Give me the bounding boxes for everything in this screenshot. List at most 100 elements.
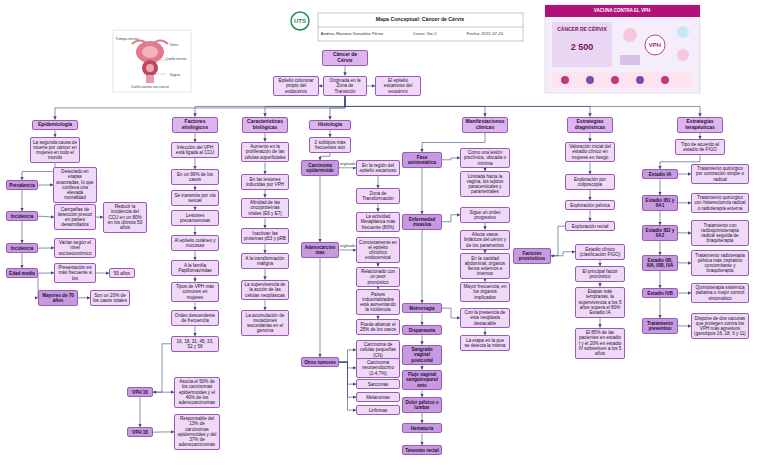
concept-box: Hematuria	[402, 423, 442, 433]
concept-box: Estadio IIB, IIIA, IIIB, IVA	[642, 255, 678, 271]
connector-line	[660, 298, 661, 318]
concept-text: Zona de Transformación	[359, 191, 397, 202]
concept-text: El principal factor pronóstico	[578, 269, 622, 280]
concept-text: Responsable del 13% de carcinomas epider…	[177, 416, 217, 448]
connector-line	[96, 272, 109, 273]
header-rule	[318, 27, 523, 28]
concept-box: Tratamiento con radioquimioterapia radic…	[691, 220, 749, 246]
connector-line	[600, 282, 601, 287]
concept-box: Lesiones precancerosas	[171, 210, 219, 226]
logo-text: UTS	[292, 18, 308, 25]
infographic-heading: CÁNCER DE CÉRVIX	[554, 27, 610, 33]
concept-box: Tipo de acuerdo al estadio de FIGO	[675, 139, 725, 155]
connector-line	[195, 326, 196, 336]
concept-text: 16, 18, 31, 45, 33, 52 y 58	[174, 339, 216, 350]
connector-line	[345, 96, 700, 116]
concept-text: Tipo de acuerdo al estadio de FIGO	[678, 142, 722, 153]
concept-box: Tratamiento radioterapia pélvica más cis…	[691, 250, 749, 276]
illustration-label: Útero	[164, 44, 184, 48]
concept-text: Mayores de 70 años	[41, 293, 75, 304]
connector-line	[339, 350, 356, 362]
connector-line	[678, 325, 691, 326]
connector-line	[378, 176, 379, 188]
concept-text: La etapa en la que se detecta la misma	[463, 338, 507, 349]
concept-text: Con la presencia de esta neoplasia desta…	[463, 310, 507, 326]
concept-text: Etapas más tempranas, la supervivencia a…	[578, 289, 622, 315]
connector-line	[345, 66, 346, 76]
concept-box: Carcinoma neuroendocrino (1-4,7%)	[356, 358, 400, 379]
concept-text: Presentación es más frecuente a los	[57, 265, 93, 281]
concept-text: Son un 20% de los casos totales	[93, 293, 127, 304]
concept-text: Carcinoma de células pequeñas (CN)	[359, 342, 397, 358]
concept-box: Inactivan las proteínas p53 y pRB	[241, 228, 289, 244]
connector-line	[265, 244, 266, 253]
link-phrase: originado	[339, 246, 356, 250]
concept-text: Hematuria	[405, 426, 439, 431]
concept-text: Enfermedad invasiva	[405, 217, 439, 228]
concept-text: Estadio IB2 y IIA2	[645, 228, 675, 239]
concept-box: Originada en la Zona de Transición	[323, 76, 367, 97]
concept-text: Orden descendente de frecuencia	[174, 313, 216, 324]
connector-line	[345, 96, 485, 116]
concept-box: Estrategias terapéuticas	[677, 117, 723, 134]
concept-text: Epidemiología	[35, 122, 75, 128]
concept-box: Quimioterapia sistémica paliativa o mejo…	[691, 283, 749, 304]
connector-line	[22, 253, 23, 268]
concept-text: Limitada hacia la vagina, los tejidos pa…	[463, 174, 507, 195]
concept-text: Al epitelio cutáneo y mucosas	[174, 238, 216, 249]
concept-text: Epitelio columnar propio del endocérvix	[276, 78, 316, 94]
concept-text: Infección del VPH está ligada al CCU	[174, 145, 216, 156]
concept-text: Asocia el 50% de los carcinomas epidermo…	[177, 379, 217, 405]
concept-box: VPH 18	[127, 427, 153, 437]
concept-box: Metrorragia	[402, 303, 442, 313]
concept-box: Al epitelio cutáneo y mucosas	[171, 235, 219, 251]
concept-box: Tratamiento preventivo	[642, 318, 678, 334]
concept-box: El epitelio escamoso del exocérvix	[375, 76, 421, 97]
concept-box: Enfermedad invasiva	[402, 214, 442, 230]
concept-text: Exploración por colposcopia	[568, 177, 612, 188]
concept-box: La acumulación de mutaciones secundarias…	[241, 310, 289, 336]
connector-line	[422, 413, 423, 423]
concept-text: Características biológicas	[245, 119, 285, 131]
concept-text: Adenocarcinomas	[304, 245, 336, 256]
concept-text: Estadio IA	[645, 172, 675, 177]
concept-text: La actividad Metaplásica más frecuente (…	[359, 214, 397, 230]
concept-text: Incidencia	[9, 246, 35, 251]
concept-box: Manifestaciones clínicas	[462, 117, 508, 134]
concept-text: A la transformación maligna	[244, 256, 286, 267]
connector-line	[153, 392, 174, 393]
connector-line	[330, 96, 345, 119]
connector-line	[330, 130, 331, 137]
concept-text: En las lesiones inducidas por VPH	[244, 177, 286, 188]
concept-box: Responsable del 13% de carcinomas epider…	[174, 414, 220, 451]
concept-text: Estadio IB1 y IIA1	[645, 198, 675, 209]
concept-text: La segunda causa de muerte por cáncer en…	[33, 140, 77, 161]
connector-line	[153, 344, 171, 392]
connector-line	[78, 297, 90, 298]
connector-line	[345, 96, 590, 116]
concept-text: Flujo vaginal sanguinopurulento	[405, 372, 439, 388]
connector-line	[660, 211, 661, 225]
concept-box: Cáncer de Cérvix	[322, 50, 368, 67]
connector-line	[590, 162, 591, 174]
connector-line	[96, 217, 103, 218]
concept-text: Puede abarcar el 25% de los casos	[359, 322, 397, 333]
concept-box: Otros tumores	[301, 357, 339, 367]
concept-box: En la cavidad abdominal, órganos llenos …	[460, 253, 510, 279]
concept-text: A la familia Papillomaviridae	[174, 263, 216, 274]
concept-text: Prevalencia	[9, 183, 35, 188]
connector-line	[590, 210, 591, 221]
concept-box: Flujo vaginal sanguinopurulento	[402, 370, 442, 391]
concept-box: Tratamiento quirúrgico con histerectomía…	[691, 193, 749, 214]
concept-text: Detectado en etapas avanzadas, lo que co…	[56, 169, 94, 201]
concept-text: 2 subtipos más frecuentes son	[312, 140, 348, 151]
concept-box: VPH 16	[127, 387, 153, 397]
connector-line	[320, 176, 321, 242]
connector-line	[195, 226, 196, 235]
concept-text: Estrategias diagnósticas	[570, 119, 610, 131]
connector-line	[153, 431, 174, 432]
illustration-label: Cuello uterino con cáncer	[115, 86, 185, 90]
concept-box: Carcinoma epidermoide	[301, 160, 339, 176]
concept-text: Reducir la incidencia del CCU en un 80% …	[106, 204, 144, 230]
